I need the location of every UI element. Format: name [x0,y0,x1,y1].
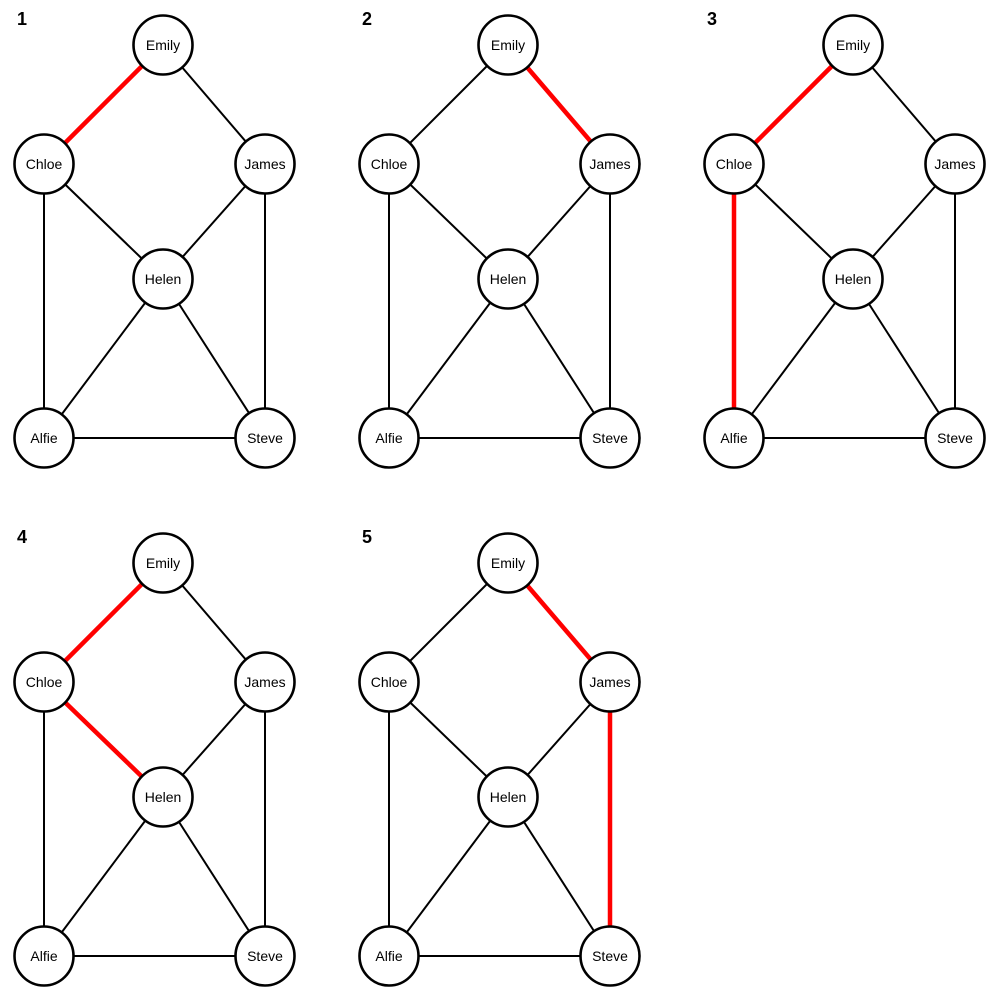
edge-helen-alfie [388,796,509,957]
node-chloe [13,651,75,713]
graph-number-4: 4 [17,527,27,547]
node-label-helen: Helen [145,271,182,287]
node-steve [234,925,296,987]
node-label-emily: Emily [146,37,180,53]
node-label-emily: Emily [491,555,525,571]
node-label-james: James [244,674,285,690]
node-label-emily: Emily [146,555,180,571]
node-label-chloe: Chloe [371,674,408,690]
node-label-chloe: Chloe [26,674,63,690]
node-helen [132,766,194,828]
node-emily [822,14,884,76]
node-steve [234,407,296,469]
node-label-chloe: Chloe [371,156,408,172]
node-helen [822,248,884,310]
edge-helen-alfie [733,278,854,439]
node-emily [477,532,539,594]
edge-helen-steve [162,796,266,957]
edge-helen-steve [852,278,956,439]
node-label-helen: Helen [145,789,182,805]
node-label-alfie: Alfie [30,430,57,446]
node-label-alfie: Alfie [720,430,747,446]
node-alfie [358,407,420,469]
edge-helen-alfie [43,278,164,439]
edge-helen-steve [507,278,611,439]
node-label-james: James [589,156,630,172]
node-label-alfie: Alfie [375,948,402,964]
node-emily [132,14,194,76]
node-chloe [358,651,420,713]
edge-helen-steve [162,278,266,439]
node-helen [132,248,194,310]
node-label-chloe: Chloe [716,156,753,172]
node-steve [579,407,641,469]
node-james [579,651,641,713]
node-label-alfie: Alfie [30,948,57,964]
node-label-steve: Steve [592,430,628,446]
node-label-helen: Helen [835,271,872,287]
node-chloe [358,133,420,195]
graph-number-2: 2 [362,9,372,29]
node-label-steve: Steve [937,430,973,446]
node-label-chloe: Chloe [26,156,63,172]
node-label-steve: Steve [247,948,283,964]
node-chloe [703,133,765,195]
node-james [579,133,641,195]
node-james [924,133,986,195]
graph-number-5: 5 [362,527,372,547]
node-label-alfie: Alfie [375,430,402,446]
node-label-helen: Helen [490,789,527,805]
node-alfie [703,407,765,469]
node-steve [579,925,641,987]
node-alfie [358,925,420,987]
node-helen [477,766,539,828]
node-label-james: James [244,156,285,172]
graph-number-3: 3 [707,9,717,29]
node-emily [132,532,194,594]
edge-helen-alfie [43,796,164,957]
edge-helen-alfie [388,278,509,439]
graph-number-1: 1 [17,9,27,29]
node-chloe [13,133,75,195]
node-steve [924,407,986,469]
node-label-emily: Emily [836,37,870,53]
node-james [234,651,296,713]
node-label-steve: Steve [592,948,628,964]
node-label-james: James [934,156,975,172]
node-label-emily: Emily [491,37,525,53]
node-label-steve: Steve [247,430,283,446]
node-alfie [13,925,75,987]
node-emily [477,14,539,76]
node-label-helen: Helen [490,271,527,287]
node-james [234,133,296,195]
node-label-james: James [589,674,630,690]
node-alfie [13,407,75,469]
edge-helen-steve [507,796,611,957]
node-helen [477,248,539,310]
